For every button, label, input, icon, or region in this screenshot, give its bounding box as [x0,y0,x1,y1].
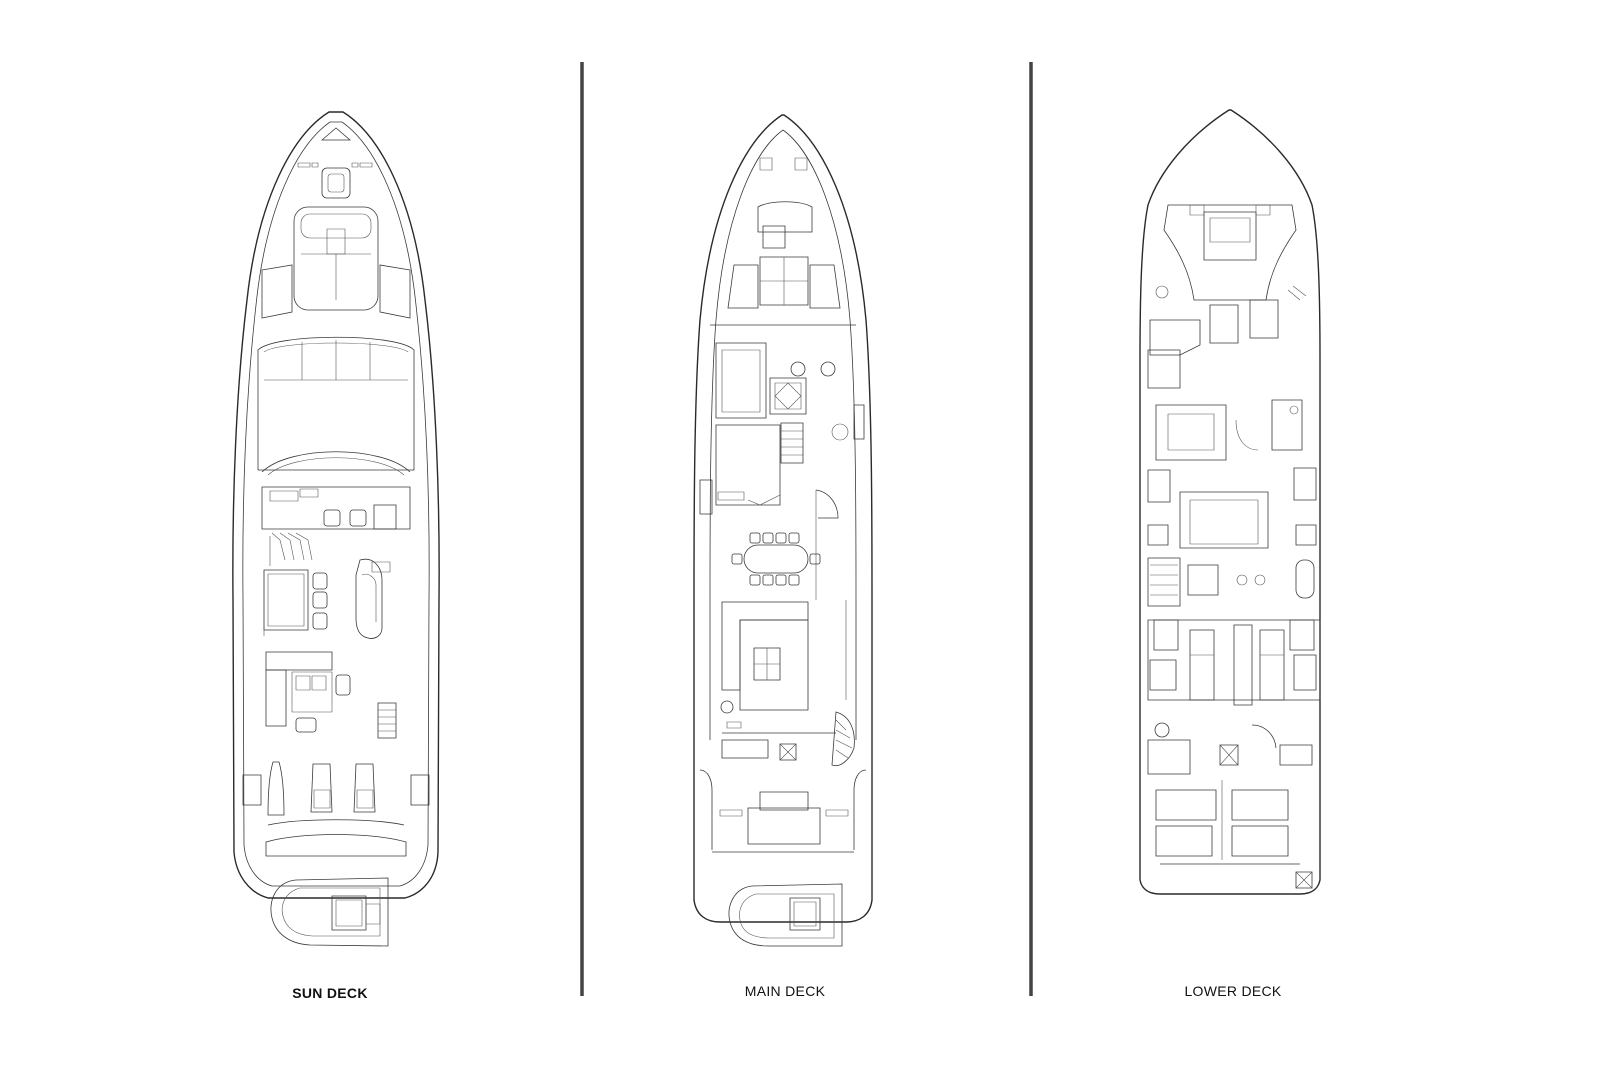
sun-deck-helm [262,487,410,566]
lower-deck-hull [1140,110,1320,894]
sun-deck-bow-hatch [298,128,372,198]
lower-deck-label: LOWER DECK [1184,983,1281,999]
lower-deck-lazarette [1160,864,1312,888]
sun-deck-dining [264,559,390,638]
main-deck-bow-cockpit [728,158,840,308]
sun-deck-hull [233,112,439,898]
main-deck-stern [720,792,848,844]
sun-deck-label: SUN DECK [292,985,368,1001]
sun-deck-plan [233,112,439,946]
main-deck-dining [732,533,820,585]
main-deck-galley [700,425,838,600]
main-deck-hull [694,115,872,922]
lower-deck-guest-cabins [1148,350,1316,548]
sun-deck-tender [271,878,388,946]
sun-deck-hardtop [258,337,414,475]
main-deck-saloon-aft [721,600,854,766]
main-deck-label: MAIN DECK [745,983,826,999]
main-deck-plan [694,115,872,946]
sun-deck-bow-lounge [262,207,410,318]
sun-deck-aft-lounge [266,652,396,738]
main-deck-tender [729,884,842,946]
lower-deck-bathrooms [1148,558,1314,606]
lower-deck-plan [1140,110,1320,894]
main-deck-saloon-forward [710,325,864,463]
lower-deck-engine-room [1148,620,1320,705]
sun-deck-stern-loungers [243,762,429,856]
lower-deck-crew-quarters [1148,723,1312,860]
lower-deck-forward-cabin [1150,205,1306,355]
